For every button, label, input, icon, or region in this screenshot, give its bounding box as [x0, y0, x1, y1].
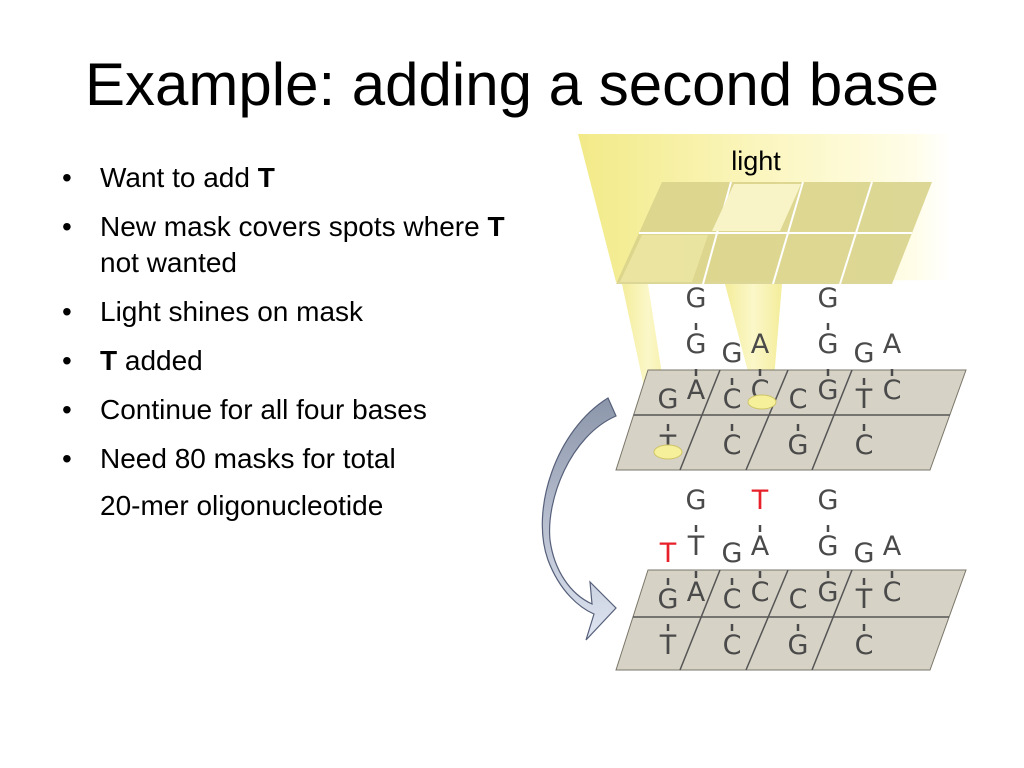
bullet-item: • Want to add T [60, 160, 530, 196]
base-letter: G [818, 531, 839, 562]
added-base-letter: T [659, 538, 677, 569]
mask-opening [620, 235, 708, 282]
base-letter: G [818, 577, 839, 608]
bullet-item-continuation: 20-mer oligonucleotide [60, 488, 530, 524]
bullet-text: Continue for all four bases [100, 394, 427, 425]
base-letter: G [722, 538, 743, 569]
bullet-dot: • [62, 394, 72, 425]
light-spot [653, 444, 683, 460]
bullet-text: Need 80 masks for total [100, 443, 396, 474]
bullet-item: • New mask covers spots where T not wante… [60, 209, 530, 281]
base-letter: C [723, 630, 742, 661]
base-letter: A [751, 329, 770, 360]
added-base-letter: T [751, 485, 769, 516]
base-letter: T [855, 584, 873, 615]
base-letter: A [751, 531, 770, 562]
base-letter: C [789, 584, 808, 615]
base-letter: G [686, 485, 707, 516]
base-letter: C [883, 577, 902, 608]
slide-grid-line [679, 569, 721, 671]
bullet-dot: • [62, 296, 72, 327]
base-letter: G [818, 485, 839, 516]
base-letter: C [751, 577, 770, 608]
base-letter: T [855, 384, 873, 415]
base-letter: G [854, 538, 875, 569]
base-letter: G [686, 283, 707, 314]
mask-opening [712, 184, 801, 231]
bullet-text: New mask covers spots where [100, 211, 488, 242]
base-letter: C [855, 430, 874, 461]
bullet-item: • Light shines on mask [60, 294, 530, 330]
base-letter: C [883, 375, 902, 406]
bullet-item: • T added [60, 343, 530, 379]
base-letter: A [883, 531, 902, 562]
base-letter: G [818, 329, 839, 360]
slide-grid-line [811, 369, 853, 471]
bullet-text: added [117, 345, 203, 376]
base-letter: A [687, 375, 706, 406]
bullet-text: Light shines on mask [100, 296, 364, 327]
base-letter: G [818, 375, 839, 406]
base-letter: A [687, 577, 706, 608]
bullet-list: • Want to add T • New mask covers spots wh… [60, 160, 530, 537]
bullet-bold: T [257, 162, 275, 193]
light-spot [747, 394, 777, 410]
slide-grid-line [745, 369, 789, 471]
base-letter: T [659, 630, 677, 661]
bullet-item: • Need 80 masks for total [60, 441, 530, 477]
base-letter: C [723, 384, 742, 415]
slide-title: Example: adding a second base [85, 51, 939, 118]
base-letter: C [855, 630, 874, 661]
bullet-dot: • [62, 345, 72, 376]
light-label: light [731, 146, 781, 176]
bullet-text: Want to add [100, 162, 258, 193]
base-letter: C [723, 430, 742, 461]
base-letter: G [854, 338, 875, 369]
base-letter: G [658, 384, 679, 415]
bullet-dot: • [62, 211, 72, 242]
bullet-dot: • [62, 162, 72, 193]
base-letter: G [722, 338, 743, 369]
base-letter: G [788, 430, 809, 461]
slide-grid-line [745, 569, 789, 671]
slide-grid-line [679, 369, 721, 471]
bullet-dot: • [62, 443, 72, 474]
array-slide [615, 369, 967, 471]
base-letter: G [788, 630, 809, 661]
photolithography-diagram: AGGCAGGGCATGCCGGCCTGATGCATGGGCATGTCCGGCC… [541, 134, 967, 671]
base-letter: C [789, 384, 808, 415]
slide-grid-line [811, 569, 853, 671]
bullet-item: • Continue for all four bases [60, 392, 530, 428]
bullet-text: 20-mer oligonucleotide [100, 490, 384, 521]
base-letter: G [658, 584, 679, 615]
base-letter: G [686, 329, 707, 360]
base-letter: T [687, 531, 705, 562]
curved-arrow-icon [541, 397, 617, 641]
bullet-bold: T [100, 345, 118, 376]
bullet-bold: T [487, 211, 505, 242]
base-letter: C [723, 584, 742, 615]
base-letter: A [883, 329, 902, 360]
base-letter: G [818, 283, 839, 314]
array-slide [615, 569, 967, 671]
diagram-layer: AGGCAGGGCATGCCGGCCTGATGCATGGGCATGTCCGGCC… [541, 134, 967, 671]
bullet-text: not wanted [100, 247, 237, 278]
